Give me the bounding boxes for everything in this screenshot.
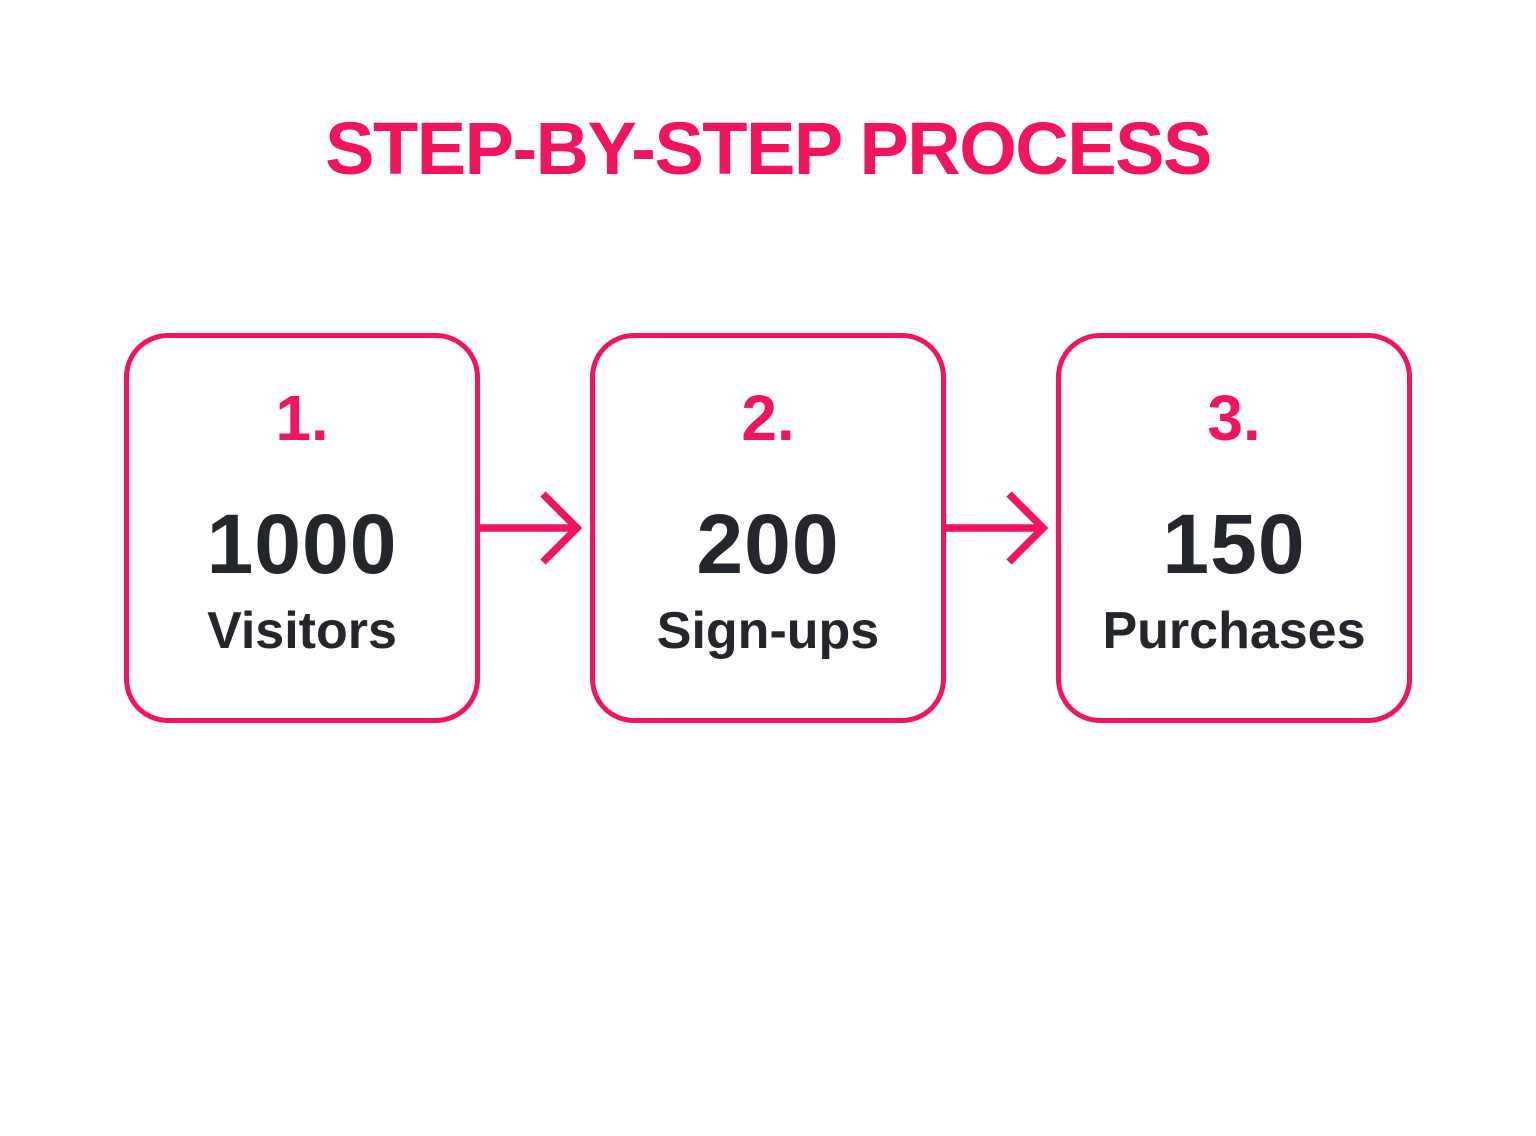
arrow-right-icon [480,491,583,565]
process-diagram: STEP-BY-STEP PROCESS 1. 1000 Visitors 2.… [0,112,1536,1136]
page-title: STEP-BY-STEP PROCESS [325,107,1212,190]
steps-row: 1. 1000 Visitors 2. 200 Sign-ups 3. 150 … [0,333,1536,723]
step-number: 3. [1207,382,1261,454]
step-label: Sign-ups [656,602,880,660]
step-label: Visitors [207,602,397,660]
step-box-3: 3. 150 Purchases [1056,333,1412,723]
step-number: 2. [741,382,795,454]
step-value: 150 [1162,497,1306,591]
step-box-2: 2. 200 Sign-ups [590,333,946,723]
step-number: 1. [275,382,329,454]
step-value: 1000 [206,497,398,591]
arrow-right-icon [946,491,1049,565]
step-value: 200 [696,497,840,591]
step-label: Purchases [1102,602,1366,660]
step-box-1: 1. 1000 Visitors [124,333,480,723]
